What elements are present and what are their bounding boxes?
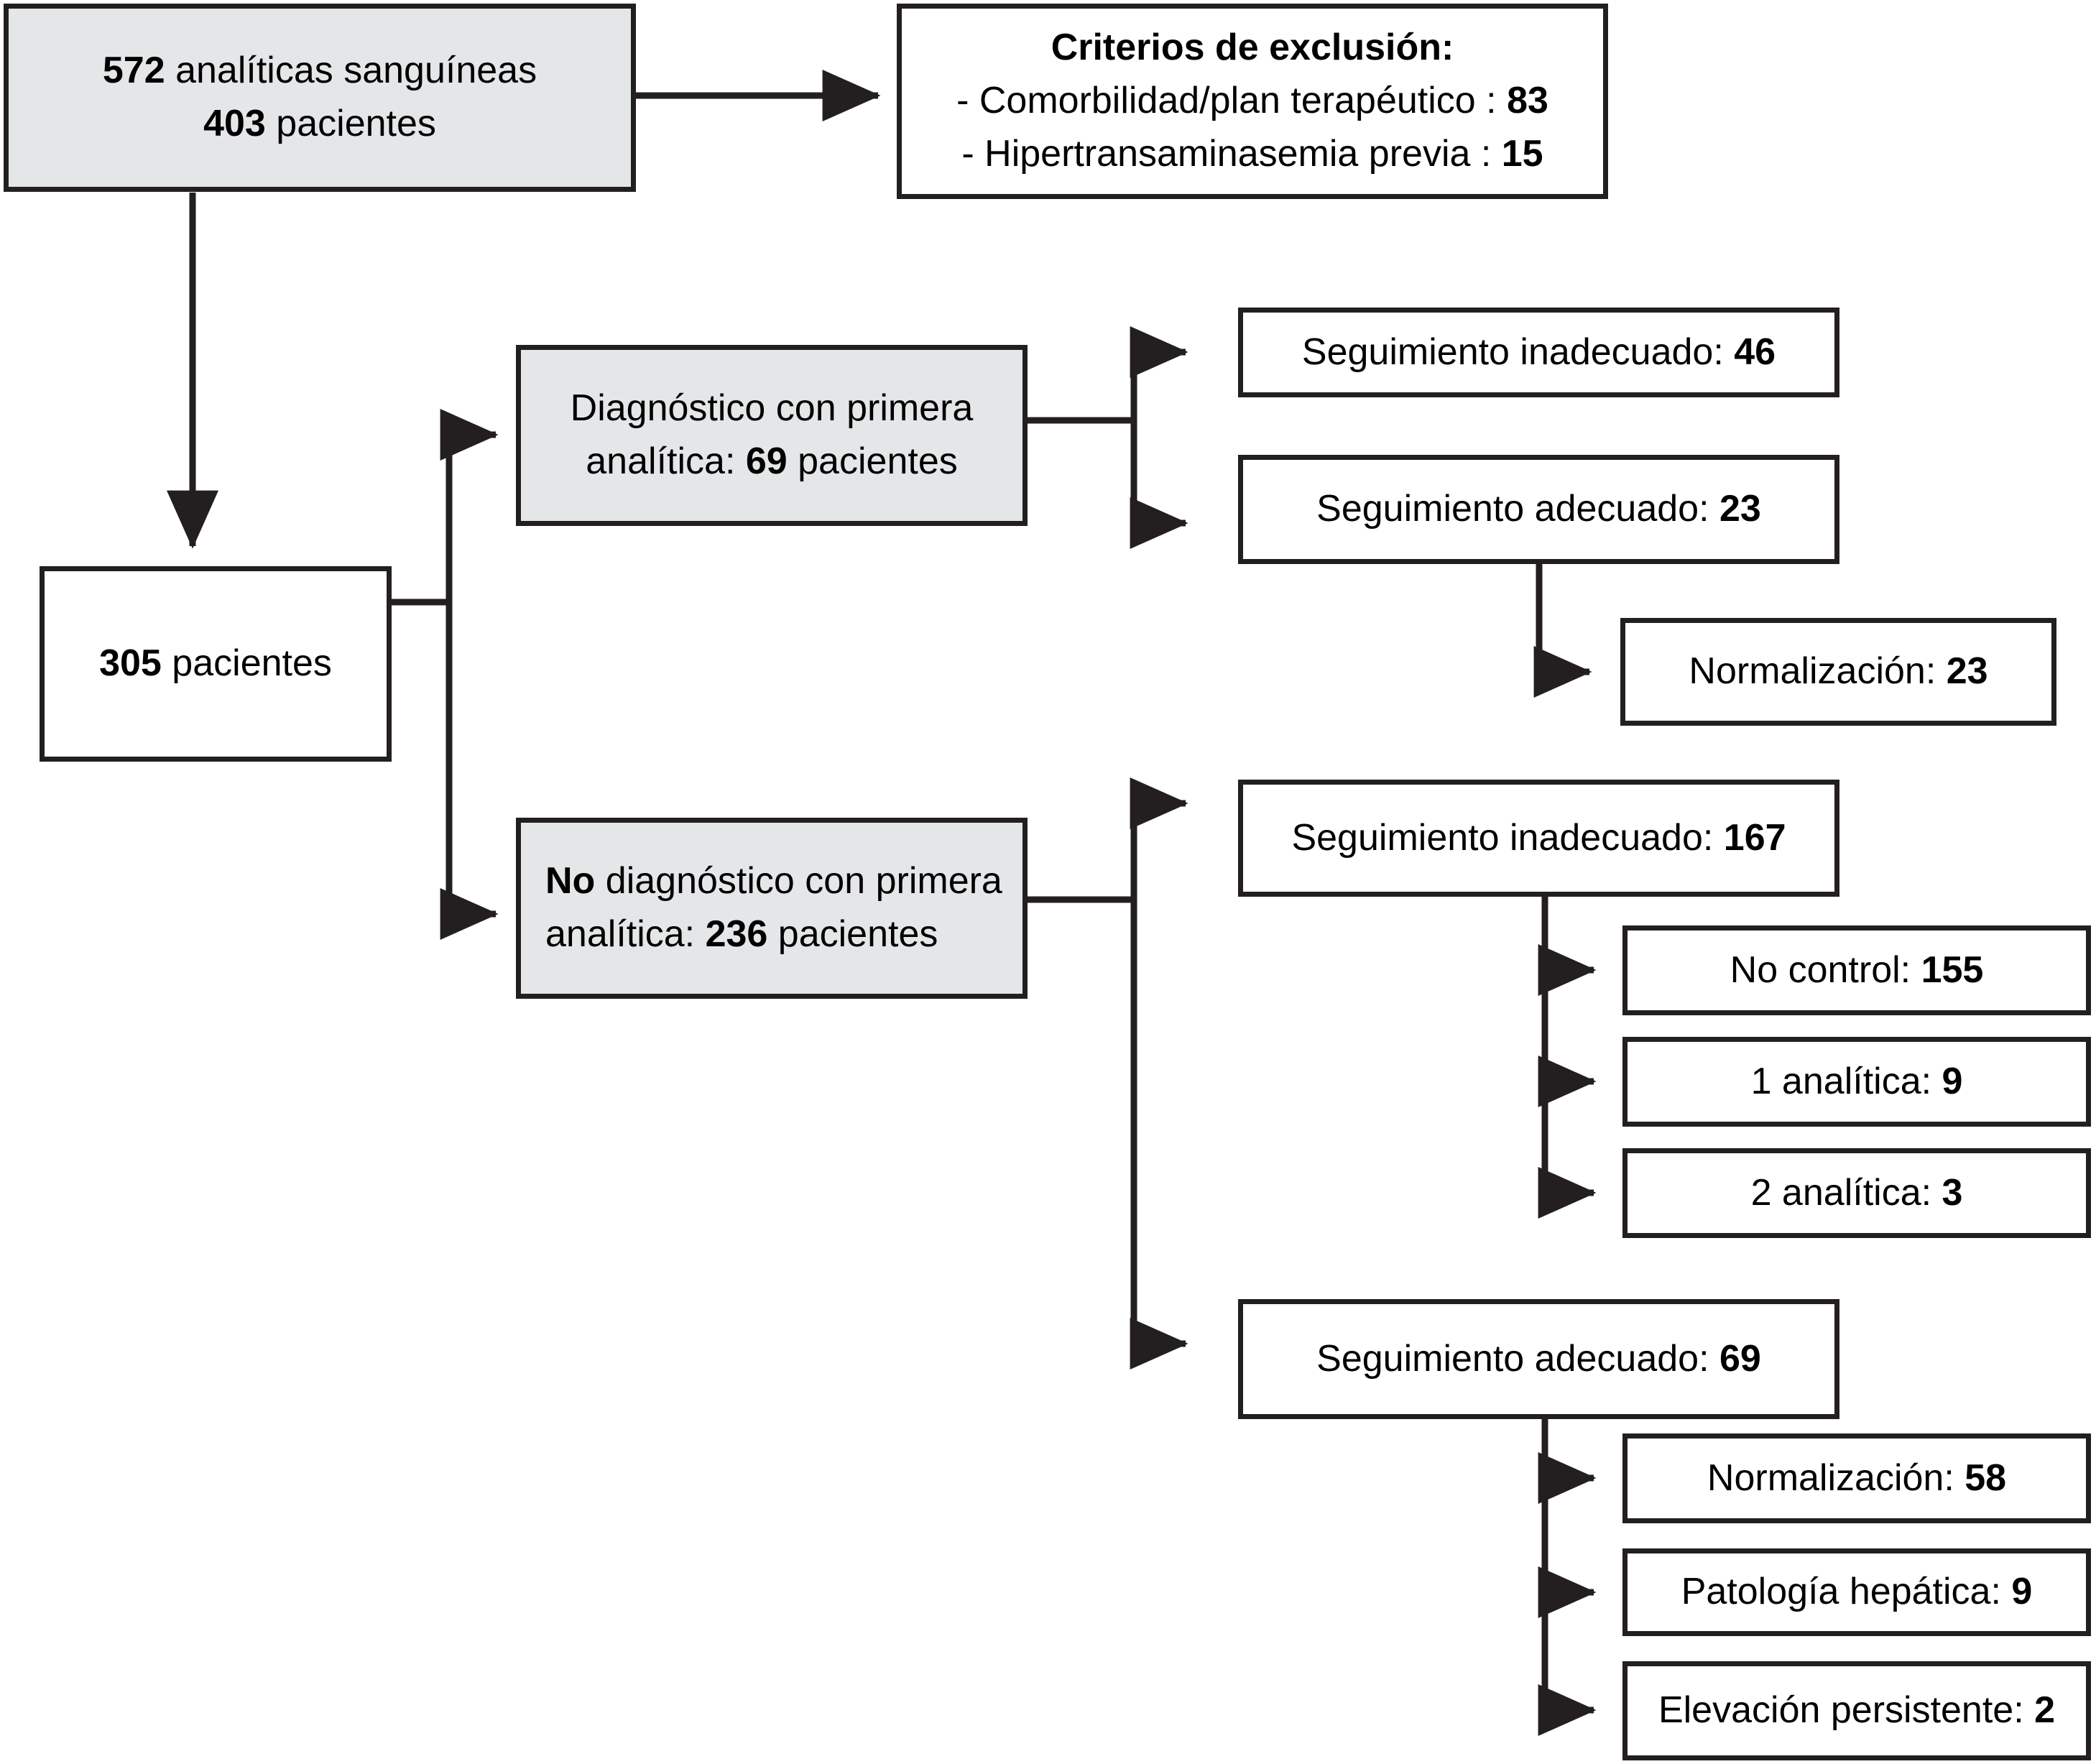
included-bold: 305	[99, 642, 162, 685]
node-nodx-two-tests-text: 2 analítica: 3	[1640, 1167, 2073, 1220]
node-source-text: 572 analíticas sanguíneas 403 pacientes	[22, 45, 618, 151]
exclusion-item-2-label: - Hipertransaminasemia previa :	[961, 132, 1502, 175]
node-dx-followup-inadequate: Seguimiento inadecuado: 46	[1238, 308, 1839, 397]
node-diagnosed-first-test: Diagnóstico con primera analítica: 69 pa…	[516, 345, 1028, 526]
node-nodx-persistent-elevation-text: Elevación persistente: 2	[1640, 1684, 2073, 1737]
source-line1-rest: analíticas sanguíneas	[165, 50, 537, 92]
node-nodx-followup-adequate: Seguimiento adecuado: 69	[1238, 1299, 1839, 1419]
node-dx-followup-adequate-text: Seguimiento adecuado: 23	[1256, 483, 1822, 536]
node-not-diagnosed-first-test: No diagnóstico con primera analítica: 23…	[516, 818, 1028, 999]
nodxfirst-line2-post: pacientes	[767, 913, 938, 955]
included-rest: pacientes	[161, 642, 332, 685]
nodx-fu-good-label: Seguimiento adecuado:	[1316, 1337, 1719, 1380]
node-dx-normalization-text: Normalización: 23	[1638, 645, 2039, 698]
source-line2-rest: pacientes	[265, 103, 436, 144]
node-included-patients: 305 pacientes	[40, 566, 392, 762]
node-nodx-one-test-text: 1 analítica: 9	[1640, 1056, 2073, 1109]
exclusion-item-2-value: 15	[1501, 132, 1543, 175]
nodxfirst-line1-rest: diagnóstico con primera	[595, 860, 1002, 902]
node-nodx-liver-disease: Patología hepática: 9	[1622, 1548, 2091, 1636]
exclusion-item-1-label: - Comorbilidad/plan terapéutico :	[956, 80, 1508, 122]
dx-fu-good-label: Seguimiento adecuado:	[1316, 488, 1719, 530]
node-nodx-normalization-text: Normalización: 58	[1640, 1452, 2073, 1505]
node-nodx-liver-disease-text: Patología hepática: 9	[1640, 1566, 2073, 1619]
node-exclusion-criteria: Criterios de exclusión: - Comorbilidad/p…	[897, 4, 1608, 199]
exclusion-item-2: - Hipertransaminasemia previa : 15	[961, 128, 1543, 181]
dxfirst-line2-bold: 69	[745, 440, 788, 482]
nodx-persistent-value: 2	[2034, 1689, 2056, 1732]
node-nodx-no-control-text: No control: 155	[1640, 944, 2073, 997]
node-nodx-normalization: Normalización: 58	[1622, 1433, 2091, 1523]
node-nodx-followup-inadequate-text: Seguimiento inadecuado: 167	[1256, 812, 1822, 865]
node-nodx-no-control: No control: 155	[1622, 925, 2091, 1015]
dx-norm-value: 23	[1946, 650, 1988, 693]
nodx-liver-label: Patología hepática:	[1681, 1571, 2012, 1613]
exclusion-item-1-value: 83	[1507, 80, 1548, 122]
nodxfirst-line2-bold: 236	[705, 913, 768, 955]
nodxfirst-line2-pre: analítica:	[545, 913, 706, 955]
nodx-onetest-value: 9	[1942, 1060, 1963, 1102]
dx-fu-bad-label: Seguimiento inadecuado:	[1301, 331, 1735, 373]
node-not-diagnosed-first-test-text: No diagnóstico con primera analítica: 23…	[545, 855, 1010, 961]
nodx-norm-label: Normalización:	[1707, 1456, 1965, 1499]
nodx-liver-value: 9	[2011, 1571, 2033, 1613]
dxfirst-line2-post: pacientes	[787, 440, 958, 482]
dx-fu-good-value: 23	[1719, 488, 1761, 530]
nodx-fu-good-value: 69	[1719, 1337, 1761, 1380]
node-diagnosed-first-test-text: Diagnóstico con primera analítica: 69 pa…	[534, 382, 1010, 489]
nodx-norm-value: 58	[1965, 1456, 2007, 1499]
source-line2-bold: 403	[203, 103, 266, 144]
node-dx-followup-adequate: Seguimiento adecuado: 23	[1238, 455, 1839, 564]
nodx-twotests-label: 2 analítica:	[1750, 1171, 1942, 1214]
node-nodx-one-test: 1 analítica: 9	[1622, 1037, 2091, 1127]
dxfirst-line1: Diagnóstico con primera	[570, 387, 974, 430]
node-dx-normalization: Normalización: 23	[1620, 618, 2056, 726]
dxfirst-line2-pre: analítica:	[586, 440, 746, 482]
node-nodx-followup-inadequate: Seguimiento inadecuado: 167	[1238, 780, 1839, 897]
node-nodx-followup-adequate-text: Seguimiento adecuado: 69	[1256, 1333, 1822, 1386]
nodx-fu-bad-value: 167	[1723, 816, 1786, 859]
source-line1-bold: 572	[102, 50, 165, 92]
nodx-fu-bad-label: Seguimiento inadecuado:	[1291, 816, 1724, 859]
nodxfirst-line1-bold: No	[545, 860, 596, 902]
nodx-nocontrol-label: No control:	[1730, 948, 1921, 991]
node-source-sample: 572 analíticas sanguíneas 403 pacientes	[4, 4, 636, 192]
exclusion-item-1: - Comorbilidad/plan terapéutico : 83	[956, 75, 1548, 128]
nodx-nocontrol-value: 155	[1921, 948, 1984, 991]
node-nodx-persistent-elevation: Elevación persistente: 2	[1622, 1661, 2091, 1760]
dx-norm-label: Normalización:	[1689, 650, 1947, 693]
node-included-text: 305 pacientes	[57, 637, 374, 691]
nodx-persistent-label: Elevación persistente:	[1658, 1689, 2035, 1732]
node-nodx-two-tests: 2 analítica: 3	[1622, 1148, 2091, 1238]
dx-fu-bad-value: 46	[1734, 331, 1776, 373]
nodx-onetest-label: 1 analítica:	[1750, 1060, 1942, 1102]
nodx-twotests-value: 3	[1942, 1171, 1963, 1214]
node-dx-followup-inadequate-text: Seguimiento inadecuado: 46	[1256, 326, 1822, 379]
exclusion-title: Criterios de exclusión:	[1051, 27, 1454, 69]
